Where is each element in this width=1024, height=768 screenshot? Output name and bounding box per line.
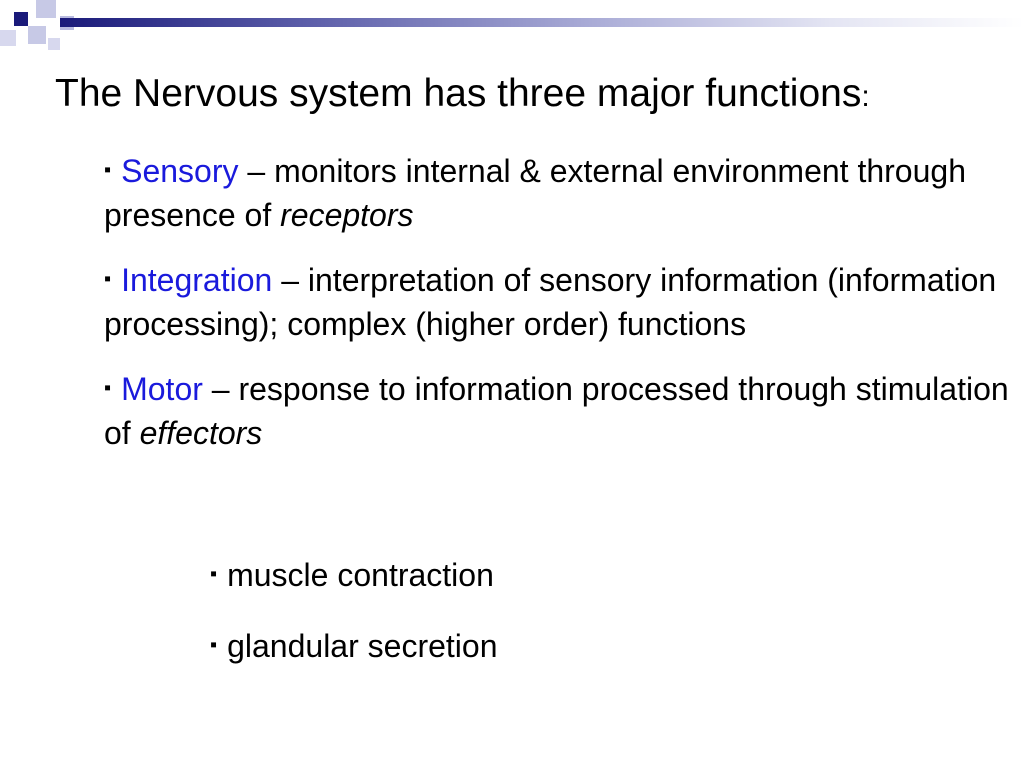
top-gradient-bar [60,18,1024,27]
decorative-square [14,12,28,26]
bullet-marker-icon: ▪ [210,563,218,585]
bullet-marker-icon: ▪ [210,634,218,656]
bullet-list: ▪ Sensory – monitors internal & external … [104,148,1009,475]
bullet-term: Motor [121,371,203,407]
slide-title-colon: : [861,80,870,113]
bullet-emphasis: receptors [280,197,414,233]
decorative-square [28,26,46,44]
slide-title-text: The Nervous system has three major funct… [55,72,862,115]
sub-bullet-text: muscle contraction [227,557,494,593]
bullet-marker-icon: ▪ [104,377,112,399]
decorative-square [0,30,16,46]
bullet-emphasis: effectors [139,415,263,451]
sub-bullet-item: ▪ glandular secretion [210,623,497,668]
bullet-term: Sensory [121,153,239,189]
sub-bullet-item: ▪ muscle contraction [210,552,497,597]
sub-bullet-list: ▪ muscle contraction ▪ glandular secretion [210,552,497,694]
sub-bullet-text: glandular secretion [227,628,498,664]
bullet-item-sensory: ▪ Sensory – monitors internal & external … [104,148,1009,237]
decorative-square [48,38,60,50]
decorative-square [36,0,56,18]
slide-title: The Nervous system has three major funct… [55,70,870,121]
bullet-item-motor: ▪ Motor – response to information process… [104,366,1009,455]
bullet-text: – response to information processed thro… [104,371,1009,451]
bullet-text: – interpretation of sensory information … [104,262,997,342]
bullet-marker-icon: ▪ [104,268,112,290]
bullet-marker-icon: ▪ [104,159,112,181]
bullet-item-integration: ▪ Integration – interpretation of sensory… [104,257,1009,346]
bullet-term: Integration [121,262,273,298]
bullet-text: – monitors internal & external environme… [104,153,966,233]
